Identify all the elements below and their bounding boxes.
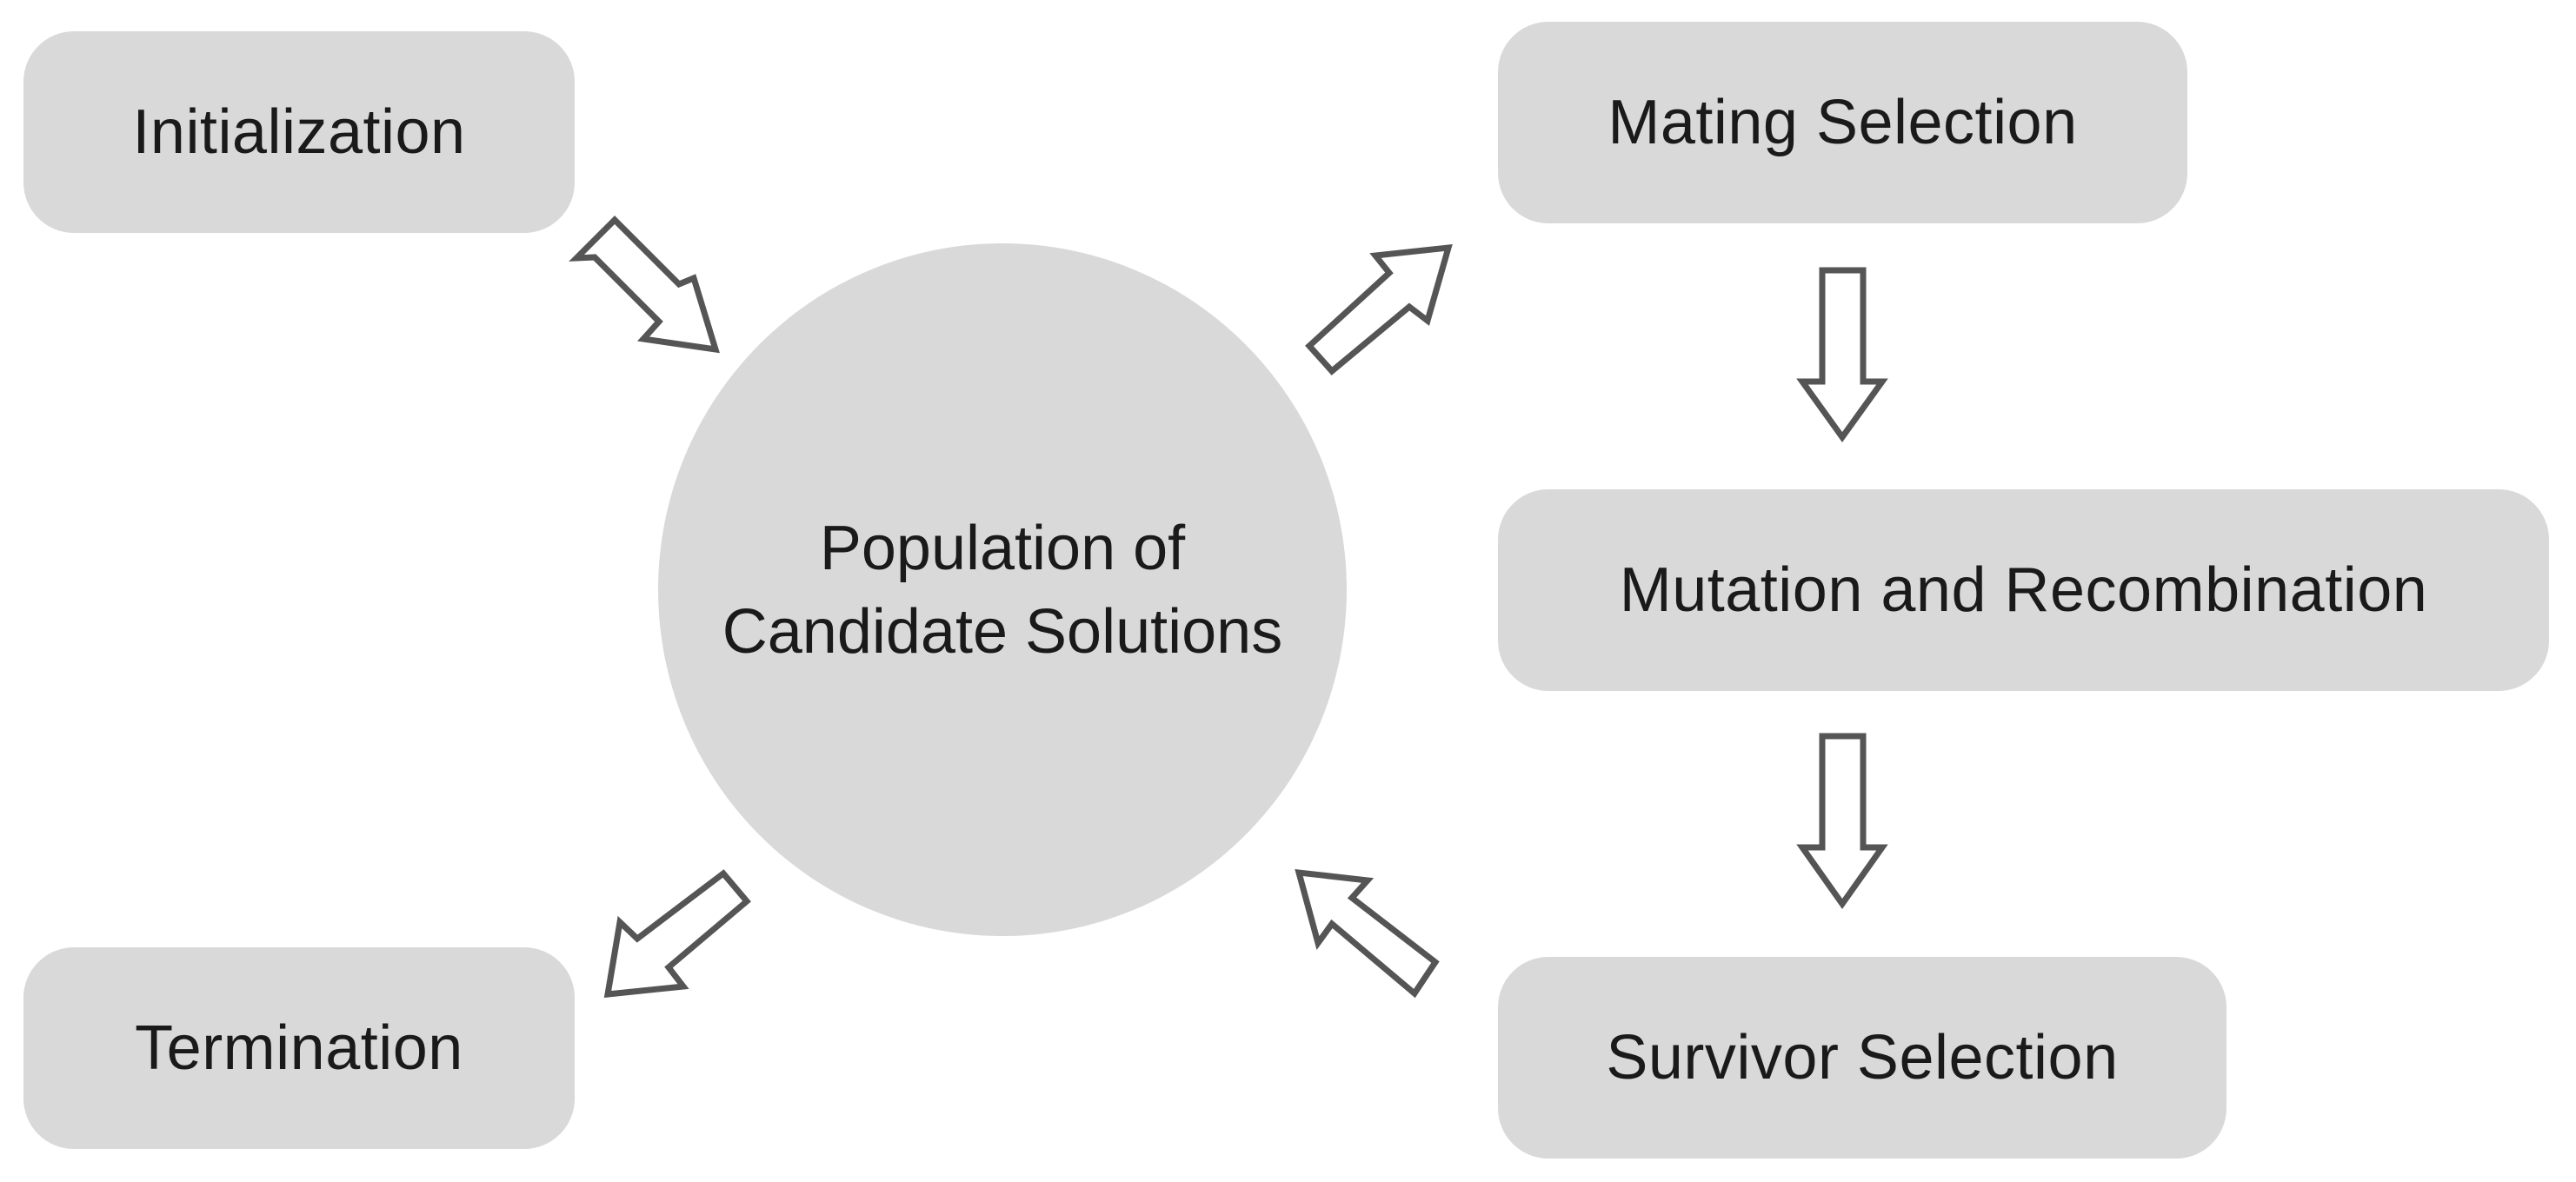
survivor-selection-label: Survivor Selection [1606,1023,2119,1092]
population-circle: Population of Candidate Solutions [658,243,1347,936]
arrow-population-to-mating-icon [1305,243,1453,375]
mating-selection-label: Mating Selection [1608,88,2078,157]
mutation-recombination-label: Mutation and Recombination [1619,555,2428,625]
mating-selection-box: Mating Selection [1498,22,2187,223]
termination-box: Termination [23,947,575,1149]
population-label-line2: Candidate Solutions [722,596,1283,667]
arrow-survivor-to-population-icon [1295,868,1440,999]
arrow-mutation-to-survivor-icon [1796,733,1888,910]
arrow-population-to-termination-icon [603,869,751,998]
mutation-recombination-box: Mutation and Recombination [1498,489,2549,691]
arrow-mating-to-mutation-icon [1796,267,1888,442]
termination-label: Termination [135,1013,463,1083]
population-label-line1: Population of [819,513,1186,583]
survivor-selection-box: Survivor Selection [1498,957,2227,1159]
initialization-box: Initialization [23,31,575,233]
initialization-label: Initialization [132,97,466,167]
arrow-init-to-population-icon [569,216,720,354]
